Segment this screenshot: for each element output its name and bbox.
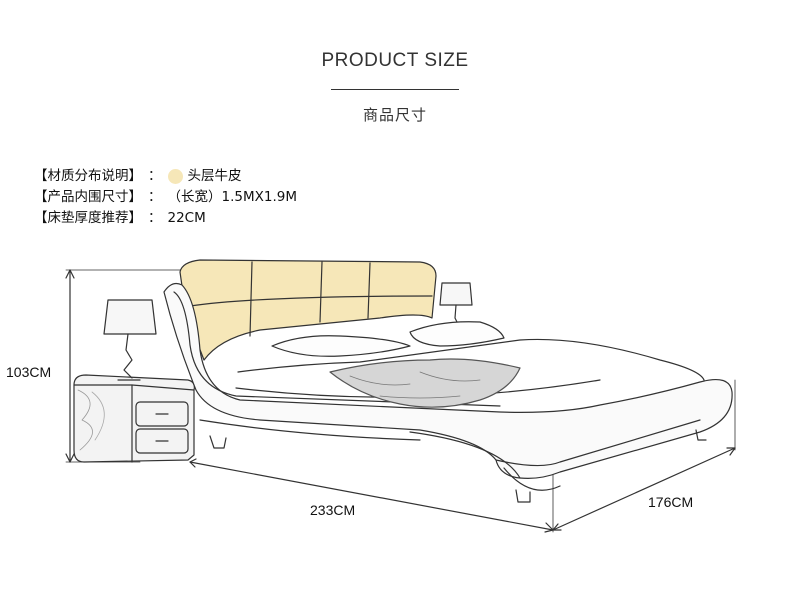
height-dimension-label: 103CM bbox=[6, 364, 52, 380]
bed-frame bbox=[163, 259, 733, 503]
page-subtitle: 商品尺寸 bbox=[362, 106, 427, 124]
spec-row-material: 【材质分布说明】 ： 头层牛皮 bbox=[34, 166, 297, 187]
spec-value: 22CM bbox=[167, 210, 206, 226]
table-lamp-illustration bbox=[103, 299, 157, 381]
spec-list: 【材质分布说明】 ： 头层牛皮 【产品内围尺寸】 ： （长宽）1.5MX1.9M… bbox=[34, 166, 297, 229]
page-title: PRODUCT SIZE bbox=[321, 50, 469, 71]
dimension-lines bbox=[65, 269, 736, 533]
nightstand-illustration bbox=[73, 374, 195, 463]
spec-row-inner-size: 【产品内围尺寸】 ： （长宽）1.5MX1.9M bbox=[34, 187, 297, 208]
spec-separator: ： bbox=[148, 210, 162, 226]
spec-label: 【材质分布说明】 bbox=[34, 168, 142, 184]
spec-label: 【床垫厚度推荐】 bbox=[34, 210, 142, 226]
table-lamp-illustration bbox=[439, 282, 473, 325]
title-divider bbox=[331, 89, 459, 90]
spec-value: （长宽）1.5MX1.9M bbox=[167, 189, 297, 205]
material-swatch-icon bbox=[167, 169, 183, 184]
length-dimension-label: 233CM bbox=[310, 502, 356, 518]
spec-separator: ： bbox=[148, 189, 162, 205]
width-dimension-label: 176CM bbox=[648, 494, 694, 510]
spec-label: 【产品内围尺寸】 bbox=[34, 189, 142, 205]
spec-value: 头层牛皮 bbox=[187, 168, 242, 184]
spec-row-mattress: 【床垫厚度推荐】 ： 22CM bbox=[34, 208, 297, 229]
spec-separator: ： bbox=[148, 168, 162, 184]
